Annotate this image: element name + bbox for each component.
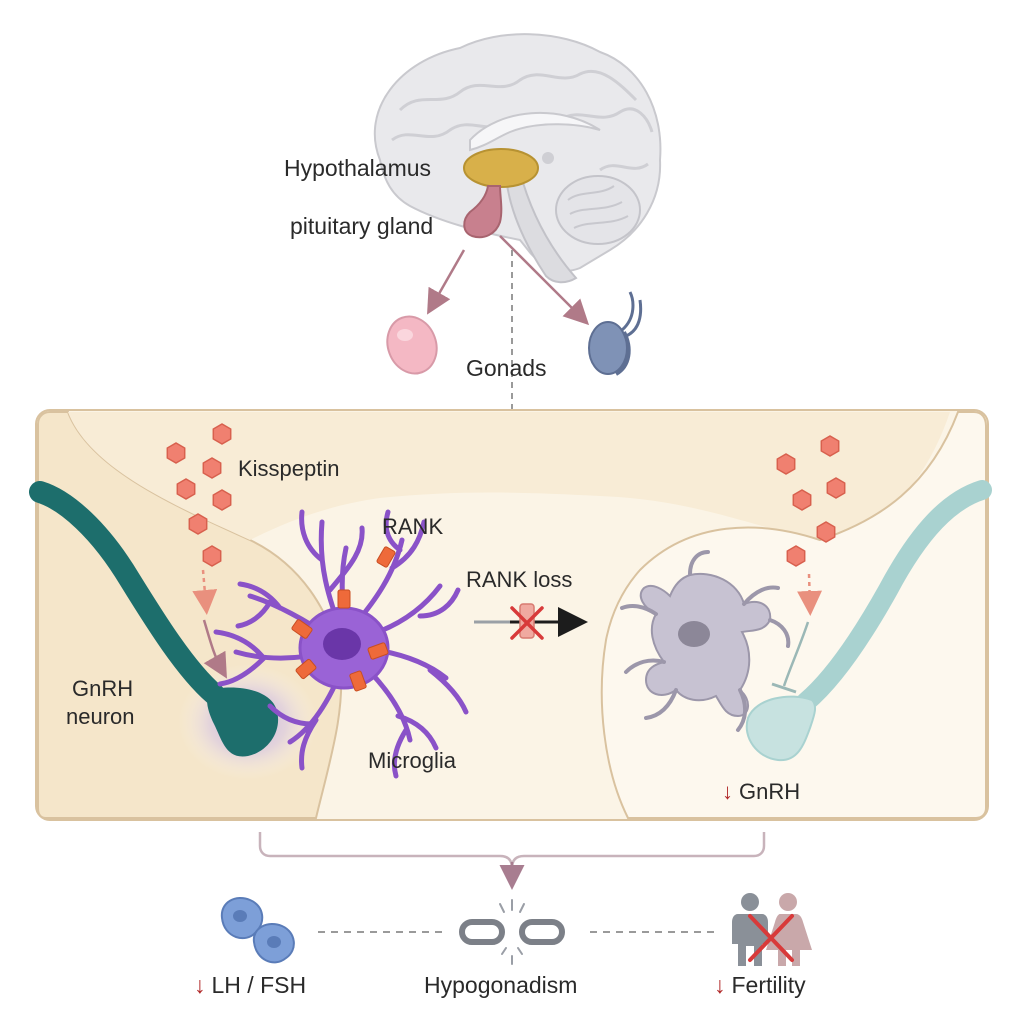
kisspeptin-to-neuron-arrow [202, 619, 227, 679]
rank-loss-label: RANK loss [466, 567, 573, 592]
kisspeptin-hexagon-icon [188, 513, 208, 535]
rank-label: RANK [382, 514, 444, 539]
down-arrow-fertility: ↓ [714, 972, 726, 998]
testis-icon [588, 291, 643, 376]
kisspeptin-hexagon-icon [166, 442, 186, 464]
kisspeptin-hexagon-icon [212, 423, 232, 445]
gnrh-neuron-label-line2: neuron [66, 704, 135, 729]
gonads-label: Gonads [466, 355, 547, 381]
ovary-icon [386, 315, 438, 375]
pituitary-gland-label: pituitary gland [290, 213, 434, 239]
gnrh-neuron-icon [29, 481, 318, 780]
hypothalamus-label: Hypothalamus [284, 155, 432, 181]
kisspeptin-arrow-1 [192, 569, 218, 615]
kisspeptin-hexagon-icon [816, 521, 836, 543]
reduced-gnrh-text: GnRH [739, 779, 801, 804]
tissue-panel [35, 409, 989, 821]
kisspeptin-hexagon-icon [202, 545, 222, 567]
gnrh-neuron-label-line1: GnRH [72, 676, 134, 701]
inactive-microglia-icon [620, 550, 791, 732]
kisspeptin-hexagon-icon [820, 435, 840, 457]
hypogonadism-label: Hypogonadism [424, 972, 578, 998]
kisspeptin-group-right [776, 435, 846, 567]
microglia-icon [213, 509, 469, 779]
kisspeptin-hexagon-icon [176, 478, 196, 500]
convergence-bracket [258, 832, 766, 869]
fertility-label: ↓Fertility [714, 972, 806, 998]
broken-chain-icon [459, 899, 565, 965]
cerebellum-icon [555, 175, 641, 245]
faded-gnrh-neuron-icon [745, 480, 992, 762]
lh-fsh-label: ↓LH / FSH [194, 972, 306, 998]
kisspeptin-arrow-right [797, 573, 823, 616]
kisspeptin-hexagon-icon [786, 545, 806, 567]
couple-crossed-icon [732, 893, 812, 966]
pituitary-cells-icon [220, 897, 295, 964]
down-arrow-lh-fsh: ↓ [194, 972, 206, 998]
kisspeptin-hexagon-icon [826, 477, 846, 499]
pituitary-gland-shape [463, 185, 503, 239]
kisspeptin-hexagon-icon [212, 489, 232, 511]
reduced-gnrh-label: ↓GnRH [722, 779, 800, 804]
inhibition-line [782, 621, 810, 687]
pituitary-to-testis-arrow [499, 235, 590, 326]
kisspeptin-hexagon-icon [792, 489, 812, 511]
kisspeptin-group-left [166, 423, 232, 567]
microglia-label: Microglia [368, 748, 457, 773]
kisspeptin-hexagon-icon [776, 453, 796, 475]
fertility-text: Fertility [731, 972, 806, 998]
down-arrow-gnrh: ↓ [722, 779, 733, 804]
kisspeptin-label: Kisspeptin [238, 456, 340, 481]
lh-fsh-text: LH / FSH [211, 972, 307, 998]
kisspeptin-hexagon-icon [202, 457, 222, 479]
blocked-receptor-icon [510, 603, 544, 640]
hypothalamus-shape [463, 148, 539, 188]
pituitary-to-ovary-arrow [427, 249, 466, 315]
